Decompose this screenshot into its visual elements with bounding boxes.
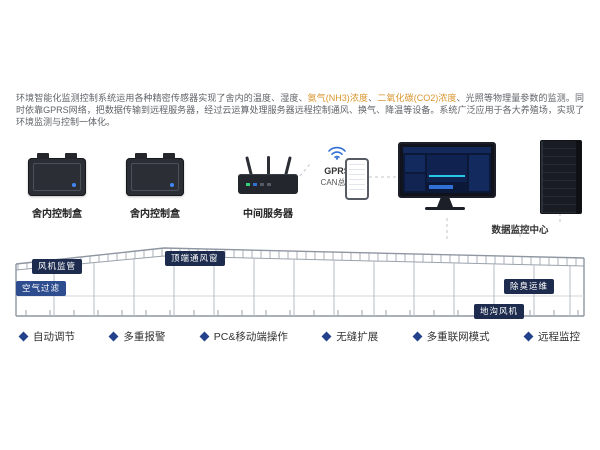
cable-gland: [37, 153, 49, 159]
mobile-phone: [345, 158, 369, 200]
diamond-bullet-icon: [321, 331, 332, 342]
diamond-bullet-icon: [199, 331, 210, 342]
server-rack: [540, 140, 582, 214]
router-body: [238, 174, 298, 194]
feature-multi-network: 多重联网模式: [412, 329, 490, 344]
air-filter-label: 空气过滤: [16, 281, 67, 296]
indoor-control-box-1: [28, 153, 86, 196]
middle-server-label: 中间服务器: [243, 209, 293, 220]
status-led: [170, 183, 174, 187]
dashboard-chart-line: [429, 175, 465, 177]
dashboard-panel: [405, 155, 425, 172]
diamond-bullet-icon: [412, 331, 423, 342]
monitor-stand: [437, 198, 453, 207]
deodorization-label: 除臭运维: [504, 279, 555, 294]
feature-pc-mobile: PC&移动端操作: [199, 329, 288, 344]
gprs-can-group: GPRS CAN总线: [310, 144, 364, 188]
feature-remote-monitor: 远程监控: [523, 329, 580, 344]
wifi-icon: [328, 146, 346, 160]
intro-text: 环境智能化监测控制系统运用各种精密传感器实现了舍内的温度、湿度、: [16, 93, 308, 103]
top-vent-label: 顶端通风窗: [165, 251, 225, 266]
feature-label: 多重报警: [123, 331, 166, 343]
intro-text: 、光照等物理量参数的监测。同时依靠GPRS网络，把数据传输到远程服务器，经过云运…: [16, 93, 584, 127]
dashboard-panel: [469, 155, 489, 191]
intro-paragraph: 环境智能化监测控制系统运用各种精密传感器实现了舍内的温度、湿度、氨气(NH3)浓…: [16, 92, 584, 128]
cable-gland: [163, 153, 175, 159]
feature-multi-alarm: 多重报警: [108, 329, 166, 344]
diamond-bullet-icon: [523, 331, 534, 342]
fan-monitor-label: 风机监管: [32, 259, 83, 274]
dashboard-monitor: [398, 142, 496, 218]
dashboard-header: [403, 147, 491, 153]
feature-label: 无缝扩展: [336, 331, 379, 343]
feature-list: 自动调节 多重报警 PC&移动端操作 无缝扩展 多重联网模式 远程监控: [18, 329, 580, 344]
dashboard-chart-bar: [429, 185, 453, 189]
control-box-face: [33, 163, 81, 191]
status-led: [72, 183, 76, 187]
monitor-base: [425, 207, 465, 210]
intro-highlight-nh3: 氨气(NH3)浓度: [307, 93, 369, 103]
barn-cross-section: [15, 247, 585, 317]
feature-auto-adjust: 自动调节: [18, 329, 75, 344]
can-bus-label: CAN总线: [320, 178, 354, 187]
control-box-face: [131, 163, 179, 191]
intro-highlight-co2: 二氧化碳(CO2)浓度: [377, 93, 457, 103]
phone-screen: [349, 164, 365, 193]
data-center-label: 数据监控中心: [491, 225, 549, 236]
feature-seamless-expand: 无缝扩展: [321, 329, 379, 344]
cable-gland: [65, 153, 77, 159]
dashboard-panel: [405, 174, 425, 191]
monitor-screen: [398, 142, 496, 198]
indoor-control-box-2: [126, 153, 184, 196]
intro-text: 、: [368, 93, 378, 103]
cable-gland: [135, 153, 147, 159]
dashboard-panel: [427, 155, 467, 182]
middle-server-router: [238, 148, 298, 198]
router-status-lights: [246, 183, 250, 186]
diamond-bullet-icon: [18, 331, 29, 342]
feature-label: 远程监控: [537, 331, 580, 343]
control-box-1-label: 舍内控制盒: [32, 209, 82, 220]
antenna-icon: [267, 156, 270, 176]
dashboard-ui: [403, 147, 491, 193]
feature-label: 多重联网模式: [426, 331, 490, 343]
feature-label: 自动调节: [33, 331, 75, 343]
gprs-label: GPRS: [324, 166, 350, 176]
control-box-2-label: 舍内控制盒: [130, 209, 180, 220]
trench-fan-label: 地沟风机: [474, 304, 525, 319]
feature-label: PC&移动端操作: [213, 331, 288, 343]
diamond-bullet-icon: [108, 331, 119, 342]
